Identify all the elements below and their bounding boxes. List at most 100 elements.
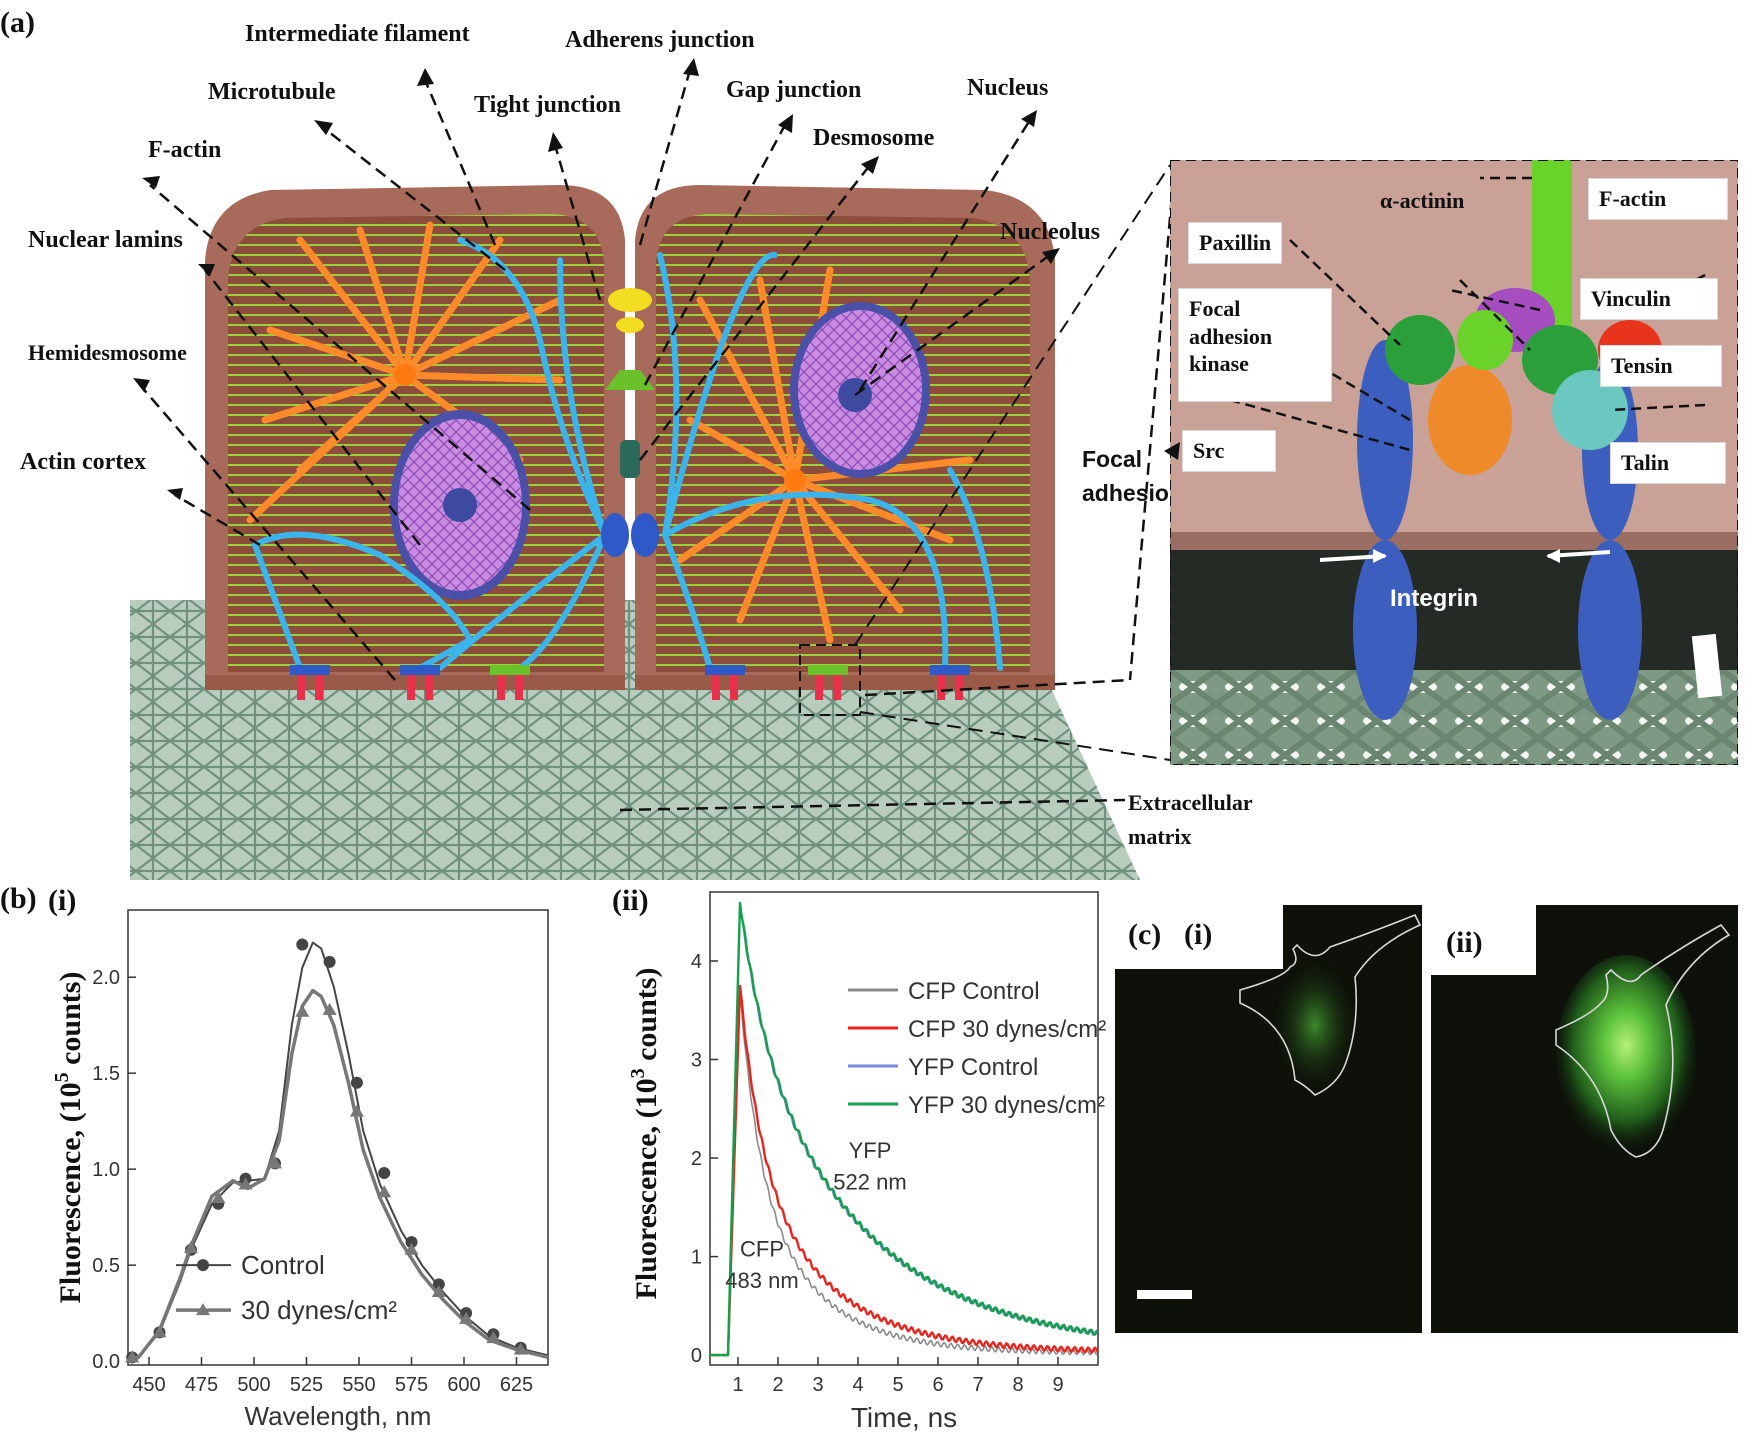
label-nucleus: Nucleus — [967, 75, 1049, 101]
series-1-marker-5 — [268, 1156, 282, 1169]
panel-b-i-label: (i) — [48, 884, 77, 917]
x-tick-label-7: 625 — [500, 1374, 533, 1396]
y-tick-label-2: 2 — [691, 1148, 702, 1170]
series-0-marker-8 — [350, 1076, 363, 1089]
microtubule-aster-right — [676, 266, 974, 644]
x-tick-label-4: 550 — [342, 1374, 375, 1396]
cell-illustration — [130, 58, 1177, 880]
legend-label-0: CFP Control — [908, 978, 1040, 1005]
series-1-marker-10 — [404, 1242, 419, 1255]
series-1-marker-9 — [377, 1185, 392, 1198]
inset-label-focal-adhesion-line1: Focal — [1082, 446, 1143, 472]
cell-outline-c-ii — [1555, 923, 1731, 1158]
cell-outline-c-i — [1239, 913, 1422, 1096]
zoom-connectors — [854, 164, 1171, 761]
label-adherens-junction: Adherens junction — [565, 27, 755, 53]
nucleolus-left — [443, 488, 477, 522]
centrosome-right — [784, 469, 806, 491]
fak-line2: adhesion — [1189, 323, 1273, 349]
decay-series-3 — [709, 901, 1099, 1357]
decay-series-0 — [710, 987, 1098, 1356]
panel-c-i-label: (i) — [1184, 918, 1213, 951]
fak-line3: kinase — [1189, 351, 1249, 376]
series-1-marker-1 — [152, 1325, 167, 1338]
label-hemidesmosome: Hemidesmosome — [28, 340, 187, 365]
x-tick-label-7: 8 — [1012, 1374, 1023, 1396]
label-microtubule: Microtubule — [208, 79, 336, 105]
inset-label-integrin: Integrin — [1390, 585, 1478, 612]
x-tick-label-3: 525 — [290, 1374, 323, 1396]
tight-junction-lower — [616, 317, 644, 333]
x-tick-label-0: 1 — [732, 1374, 743, 1396]
annotation-1: 522 nm — [833, 1170, 906, 1195]
tight-junction — [608, 288, 652, 312]
desmosome-right — [631, 513, 659, 557]
plot-frame — [709, 891, 1099, 1366]
annotation-2: CFP — [740, 1237, 784, 1262]
label-desmosome: Desmosome — [813, 125, 935, 151]
inset-label-focal-adhesion-kinase: Focal adhesion kinase — [1178, 288, 1332, 402]
series-0-marker-7 — [323, 955, 336, 968]
x-axis-label: Wavelength, nm — [245, 1401, 432, 1431]
decay-series-1 — [709, 984, 1099, 1357]
inset-label-focal-adhesion-line2: adhesio — [1082, 480, 1169, 506]
legend-label-1: CFP 30 dynes/cm² — [908, 1016, 1106, 1043]
centrosome-left — [394, 364, 416, 386]
x-tick-label-4: 5 — [892, 1374, 903, 1396]
micrograph-c-i — [1115, 905, 1422, 1333]
legend-label-0: Control — [241, 1250, 325, 1280]
label-extracellular-matrix-line1: Extracellular — [1128, 790, 1253, 815]
annotation-3: 483 nm — [725, 1268, 798, 1293]
label-tight-junction: Tight junction — [474, 92, 621, 118]
f-actin-cables — [252, 237, 1003, 671]
series-1-marker-13 — [486, 1331, 501, 1344]
gap-junction — [620, 440, 640, 478]
legend-marker-1 — [196, 1303, 210, 1316]
micrograph-c-ii — [1431, 905, 1738, 1333]
x-tick-label-5: 575 — [395, 1374, 428, 1396]
x-tick-label-3: 4 — [852, 1374, 863, 1396]
annotation-0: YFP — [849, 1138, 892, 1163]
y-tick-label-4: 2.0 — [92, 967, 120, 989]
label-f-actin: F-actin — [148, 137, 222, 163]
inset-label-talin: Talin — [1610, 442, 1726, 484]
y-tick-label-1: 0.5 — [92, 1255, 120, 1277]
legend-label-2: YFP Control — [908, 1054, 1038, 1081]
x-tick-label-5: 6 — [932, 1374, 943, 1396]
series-1-marker-3 — [211, 1190, 226, 1203]
legend-label-3: YFP 30 dynes/cm² — [908, 1092, 1105, 1119]
series-1-marker-8 — [349, 1104, 364, 1117]
series-1-marker-14 — [513, 1342, 528, 1355]
series-1-marker-11 — [431, 1285, 446, 1298]
x-tick-label-2: 500 — [237, 1374, 270, 1396]
series-1-marker-4 — [238, 1177, 253, 1190]
label-gap-junction: Gap junction — [726, 77, 862, 103]
plot-frame — [127, 909, 549, 1366]
series-1-marker-6 — [295, 1004, 310, 1017]
y-tick-label-2: 1.0 — [92, 1159, 120, 1181]
y-tick-label-0: 0.0 — [92, 1351, 120, 1373]
y-axis-label: Fluorescence, (103 counts) — [627, 968, 663, 1300]
series-0-marker-6 — [296, 938, 309, 951]
x-tick-label-8: 9 — [1052, 1374, 1063, 1396]
x-tick-label-1: 2 — [772, 1374, 783, 1396]
legend-label-1: 30 dynes/cm² — [241, 1295, 397, 1325]
inset-label-alpha-actinin: α-actinin — [1380, 188, 1465, 213]
nucleus-left — [390, 410, 530, 600]
series-0-marker-9 — [378, 1167, 391, 1180]
x-tick-label-1: 475 — [185, 1374, 218, 1396]
inset-label-paxillin: Paxillin — [1188, 222, 1283, 264]
scale-bar — [1137, 1290, 1192, 1299]
series-0-marker-10 — [405, 1236, 418, 1249]
panel-c-ii-label: (ii) — [1446, 926, 1483, 959]
x-tick-label-6: 7 — [972, 1374, 983, 1396]
panel-c-label: (c) — [1128, 918, 1162, 951]
label-intermediate-filament: Intermediate filament — [245, 21, 470, 47]
inset-label-src: Src — [1182, 430, 1276, 472]
x-tick-label-0: 450 — [132, 1374, 165, 1396]
series-0-marker-11 — [432, 1278, 445, 1291]
label-actin-cortex: Actin cortex — [20, 449, 146, 475]
panel-a-label: (a) — [0, 6, 35, 39]
